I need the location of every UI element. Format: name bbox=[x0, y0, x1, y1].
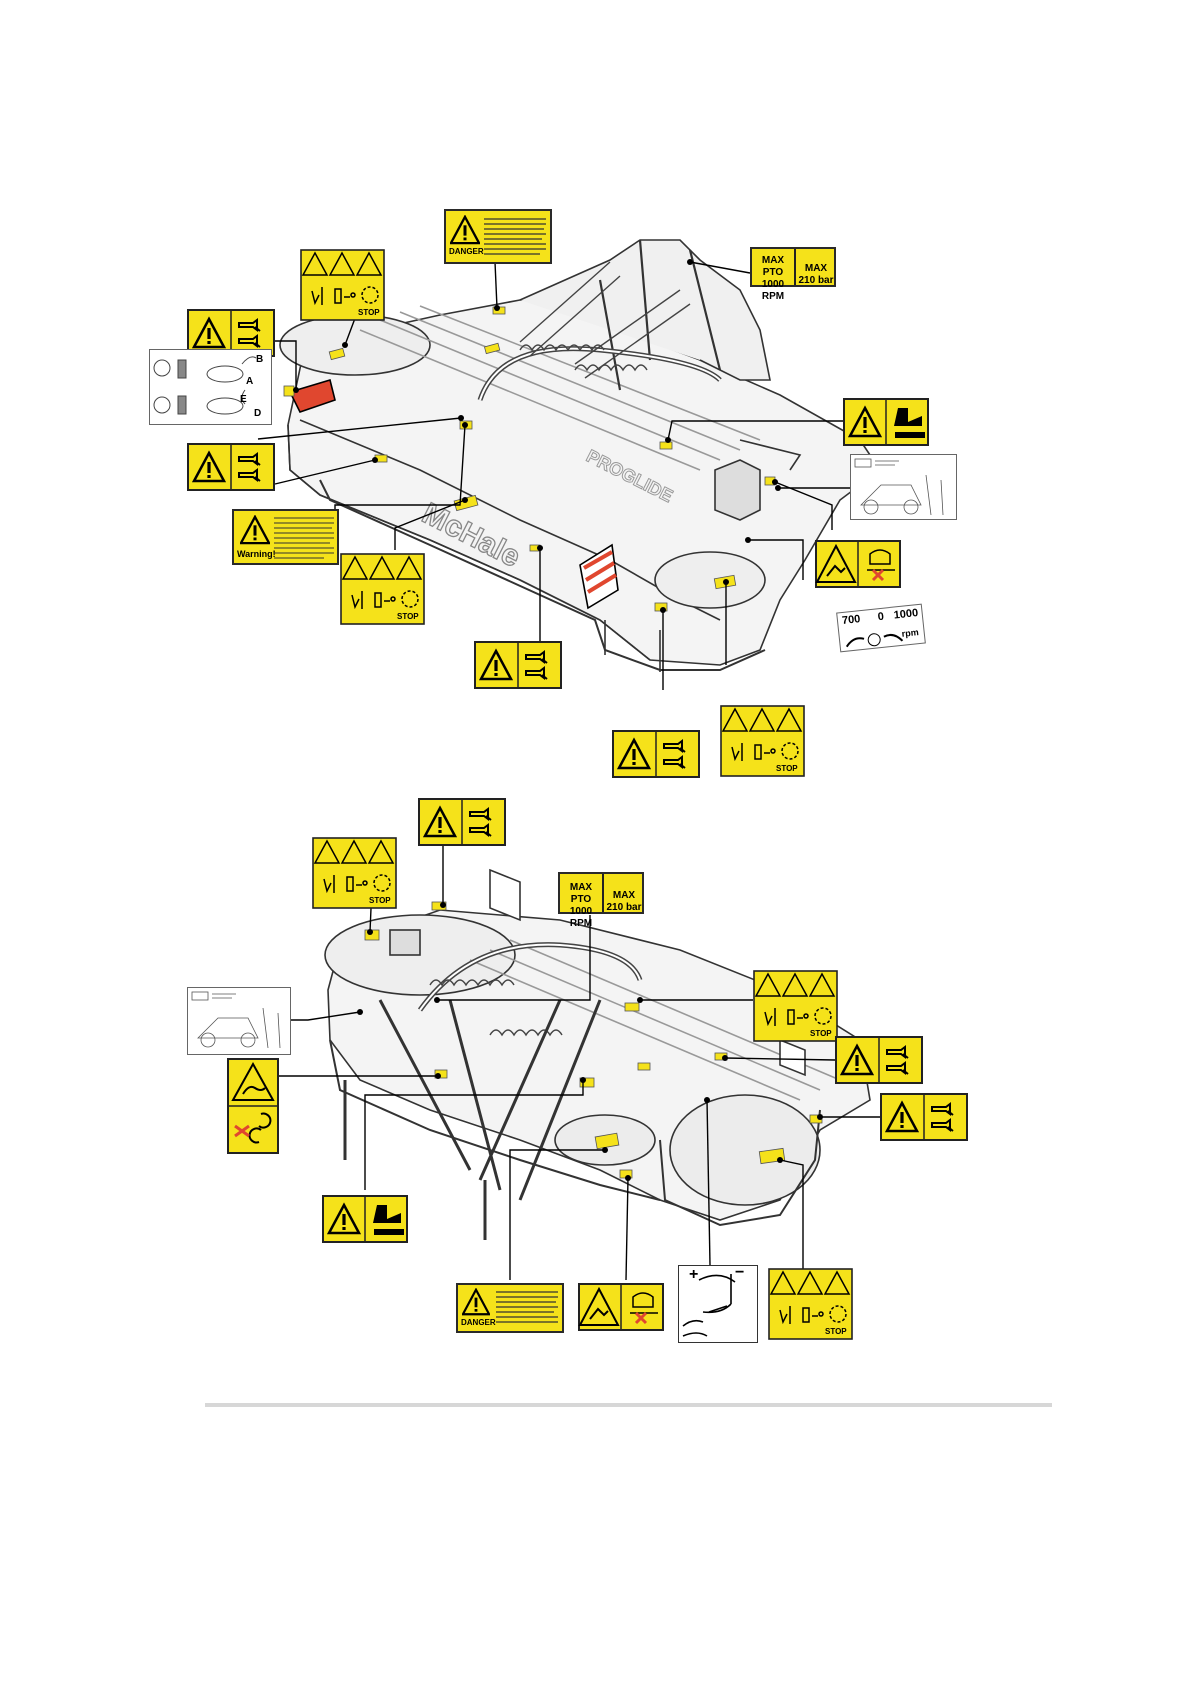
max-pto-label-2: MAX PTO bbox=[560, 882, 602, 906]
decal-danger-text-1: DANGER bbox=[444, 209, 552, 264]
letter-b: B bbox=[256, 354, 263, 365]
stop-label-6: STOP bbox=[825, 1327, 847, 1336]
max-label-2: MAX bbox=[604, 890, 644, 902]
rpm-1000-label-2: 1000 RPM bbox=[560, 906, 602, 930]
decal-warning-arrows-6 bbox=[835, 1036, 923, 1084]
max-pto-label-1: MAX PTO bbox=[752, 255, 794, 279]
decal-entanglement-hazard-1 bbox=[815, 540, 901, 588]
stop-label-2: STOP bbox=[397, 612, 419, 621]
rpm-700: 700 bbox=[841, 613, 861, 627]
bar-210-label-1: 210 bar bbox=[796, 275, 836, 287]
decal-crush-hazard-2 bbox=[322, 1195, 408, 1243]
decal-warning-text: Warning! bbox=[232, 509, 339, 565]
decal-height-adjust-diagram: + − bbox=[678, 1265, 758, 1343]
danger-label-1: DANGER bbox=[449, 247, 484, 256]
decal-disc-rotation-diagram: B A E D bbox=[149, 349, 272, 425]
decal-warning-arrows-3 bbox=[474, 641, 562, 689]
bar-210-label-2: 210 bar bbox=[604, 902, 644, 914]
stop-label-3: STOP bbox=[776, 764, 798, 773]
decal-warning-arrows-5 bbox=[418, 798, 506, 846]
rpm-1000-label-1: 1000 RPM bbox=[752, 279, 794, 303]
letter-a: A bbox=[246, 376, 253, 387]
decal-warning-arrows-2 bbox=[187, 443, 275, 491]
decal-warning-arrows-7 bbox=[880, 1093, 968, 1141]
decal-tractor-setup-diagram-1 bbox=[850, 454, 957, 520]
letter-e: E bbox=[240, 394, 247, 405]
max-label-1: MAX bbox=[796, 263, 836, 275]
warning-label: Warning! bbox=[237, 549, 276, 559]
stop-label-5: STOP bbox=[810, 1029, 832, 1038]
stop-label-1: STOP bbox=[358, 308, 380, 317]
decal-max-pto-1: MAX PTO 1000 RPM MAX 210 bar bbox=[750, 247, 836, 287]
decal-tractor-setup-diagram-2 bbox=[187, 987, 291, 1055]
danger-label-2: DANGER bbox=[461, 1318, 496, 1327]
decal-crush-hazard-1 bbox=[843, 398, 929, 446]
letter-d: D bbox=[254, 408, 261, 419]
stop-label-4: STOP bbox=[369, 896, 391, 905]
decal-max-pto-2: MAX PTO 1000 RPM MAX 210 bar bbox=[558, 872, 644, 914]
decal-vertical-hazard bbox=[227, 1058, 279, 1154]
decal-warning-arrows-4 bbox=[612, 730, 700, 778]
decal-danger-text-2: DANGER bbox=[456, 1283, 564, 1333]
footer-rule bbox=[205, 1403, 1052, 1407]
rpm-1000: 1000 bbox=[893, 607, 919, 621]
rpm-0: 0 bbox=[877, 611, 884, 624]
decal-entanglement-hazard-2 bbox=[578, 1283, 664, 1331]
